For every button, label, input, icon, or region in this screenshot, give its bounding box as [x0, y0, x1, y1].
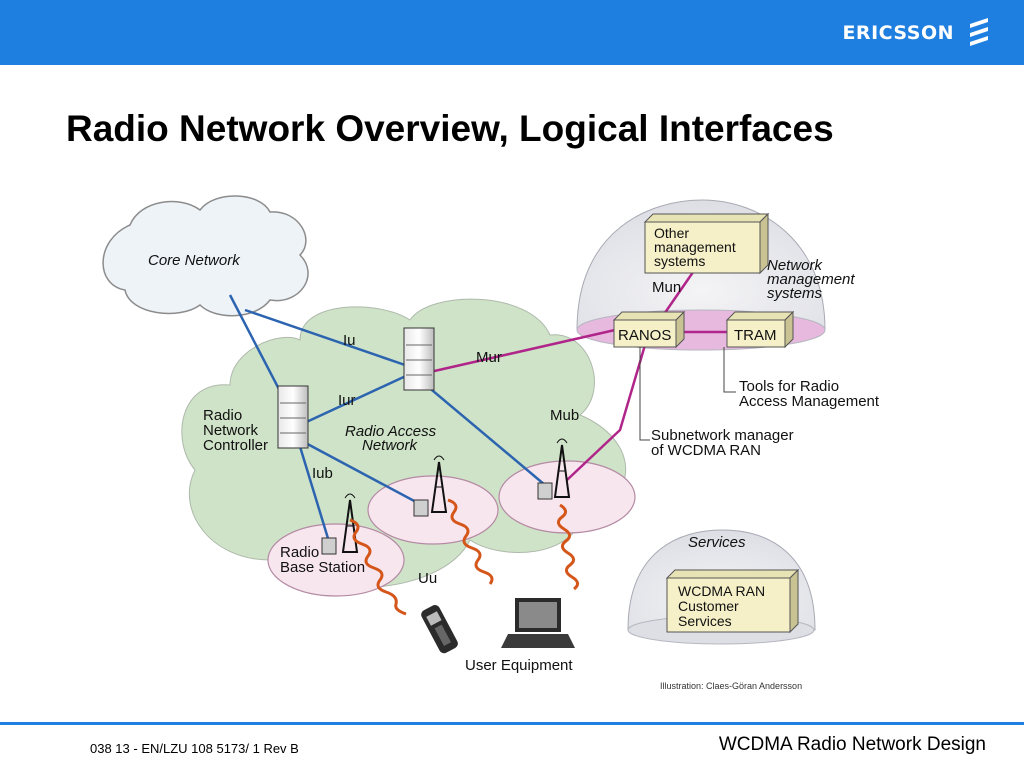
mobile-phone-icon — [421, 604, 458, 654]
user-equipment-label: User Equipment — [465, 657, 573, 674]
core-network-cloud — [102, 195, 309, 317]
rnc-label-2: Network — [203, 422, 259, 439]
ericsson-logo-icon — [970, 18, 988, 46]
iur-label: Iur — [338, 392, 356, 409]
course-title: WCDMA Radio Network Design — [718, 734, 986, 755]
rnc-server-controller — [277, 385, 309, 449]
brand-logo-text: ERICSSON — [842, 22, 954, 44]
slide-title: Radio Network Overview, Logical Interfac… — [66, 108, 834, 149]
other-management-label-1: Other — [654, 225, 689, 241]
mur-label: Mur — [476, 349, 502, 366]
ran-label-2: Network — [362, 437, 419, 454]
other-management-box — [643, 212, 770, 275]
ranos-box — [612, 310, 686, 349]
other-management-label-2: management — [654, 239, 736, 255]
ranos-label: RANOS — [618, 327, 671, 344]
rnc-server-ran — [403, 327, 435, 391]
header-bar — [0, 0, 1024, 65]
ranos-desc-1: Subnetwork manager — [651, 427, 794, 444]
iub-label: Iub — [312, 465, 333, 482]
blue-links — [228, 294, 546, 546]
nms-label-1: Network — [767, 257, 824, 274]
footer-divider — [0, 722, 1024, 725]
magenta-links — [429, 261, 730, 481]
customer-services-label-1: WCDMA RAN — [678, 583, 765, 599]
base-station-1 — [321, 493, 359, 555]
uu-label: Uu — [418, 570, 437, 587]
radio-waves — [349, 498, 579, 616]
rbs-label-1: Radio — [280, 544, 319, 561]
mun-label: Mun — [652, 279, 681, 296]
rnc-label-1: Radio — [203, 407, 242, 424]
tram-label: TRAM — [734, 327, 777, 344]
illustration-credit: Illustration: Claes-Göran Andersson — [660, 681, 802, 691]
tram-desc-1: Tools for Radio — [739, 378, 839, 395]
nms-label-3: systems — [767, 285, 823, 302]
services-label: Services — [688, 534, 746, 551]
ranos-desc-2: of WCDMA RAN — [651, 442, 761, 459]
cell-area-1 — [267, 523, 405, 597]
customer-services-box — [665, 568, 800, 634]
network-diagram: Core Network — [102, 195, 880, 691]
nms-label-2: management — [767, 271, 855, 288]
customer-services-label-2: Customer — [678, 598, 739, 614]
base-station-3 — [537, 438, 571, 500]
other-management-label-3: systems — [654, 253, 705, 269]
mub-label: Mub — [550, 407, 579, 424]
laptop-icon — [501, 598, 575, 648]
tram-box — [725, 310, 795, 349]
ran-label-1: Radio Access — [345, 423, 437, 440]
customer-services-label-3: Services — [678, 613, 732, 629]
rnc-label-3: Controller — [203, 437, 268, 454]
base-station-2 — [413, 455, 448, 517]
rbs-label-2: Base Station — [280, 559, 365, 576]
callout-lines — [639, 347, 736, 441]
tram-desc-2: Access Management — [739, 393, 880, 410]
document-id: 038 13 - EN/LZU 108 5173/ 1 Rev B — [90, 741, 299, 756]
core-network-label: Core Network — [148, 252, 241, 269]
iu-label: Iu — [343, 332, 356, 349]
